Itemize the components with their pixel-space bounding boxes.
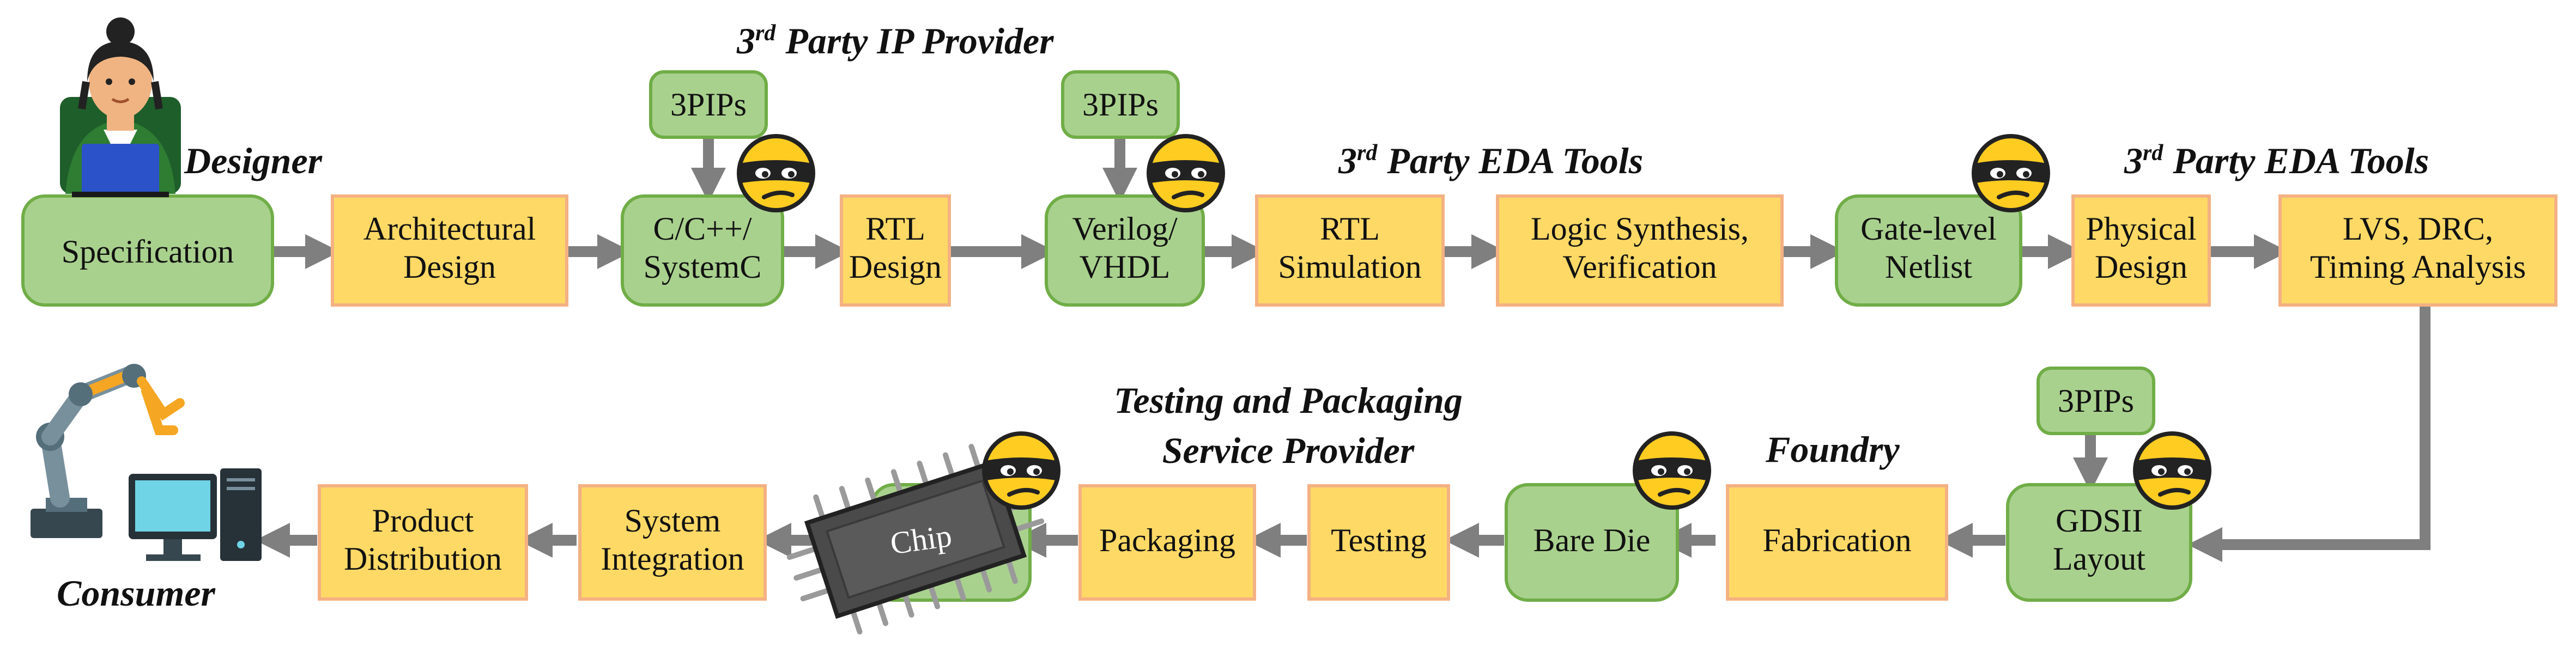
product-dist-label-1: Product: [372, 503, 474, 539]
masked-face-icon: [984, 434, 1058, 508]
rtl-sim-label-2: Simulation: [1278, 249, 1421, 285]
gate-level-label-2: Netlist: [1885, 249, 1972, 285]
box-gdsii-layout: GDSII Layout: [2006, 483, 2192, 602]
box-3pips-1: 3PIPs: [649, 70, 768, 139]
rtl-design-label-1: RTL: [865, 211, 925, 247]
masked-face-icon: [1635, 434, 1709, 508]
verilog-label-1: Verilog/: [1072, 211, 1178, 247]
gate-level-label-1: Gate-level: [1860, 211, 1997, 247]
chip-label: Chip: [888, 517, 954, 561]
chip-icon: Chip: [786, 444, 1045, 634]
box-specification: Specification: [21, 194, 274, 307]
specification-label: Specification: [62, 234, 234, 270]
robot-arm-icon: [31, 364, 185, 538]
box-product-distribution: Product Distribution: [318, 484, 528, 601]
box-system-integration: System Integration: [578, 484, 767, 601]
box-3pips-2: 3PIPs: [1061, 70, 1180, 139]
testing-label: Testing: [1331, 522, 1427, 558]
arrow-lvs-gdsii: [2187, 305, 2430, 563]
box-testing: Testing: [1307, 484, 1450, 601]
box-gate-level-netlist: Gate-level Netlist: [1835, 194, 2022, 307]
box-architectural-design: Architectural Design: [331, 194, 568, 307]
box-lvs-drc: LVS, DRC, Timing Analysis: [2278, 194, 2557, 307]
designer-icon: [60, 17, 181, 197]
product-dist-label-2: Distribution: [344, 541, 502, 577]
masked-face-icon: [1149, 136, 1223, 210]
logic-synth-label-1: Logic Synthesis,: [1531, 211, 1749, 247]
box-rtl-simulation: RTL Simulation: [1255, 194, 1445, 307]
computer-icon: [129, 468, 262, 561]
rtl-design-label-2: Design: [849, 249, 942, 285]
masked-face-icon: [739, 136, 813, 210]
lvs-label-2: Timing Analysis: [2310, 249, 2526, 285]
c-cpp-label-1: C/C++/: [653, 211, 751, 247]
masked-face-icon: [1974, 136, 2048, 210]
rtl-sim-label-1: RTL: [1320, 211, 1380, 247]
designer-label: Designer: [184, 140, 323, 181]
physical-label-2: Design: [2095, 249, 2187, 285]
tp-label-2: Service Provider: [1162, 430, 1415, 471]
physical-label-1: Physical: [2086, 211, 2196, 247]
fabrication-label: Fabrication: [1762, 522, 1911, 558]
packaging-label: Packaging: [1099, 522, 1235, 558]
c-cpp-label-2: SystemC: [644, 249, 762, 285]
system-int-label-1: System: [625, 503, 721, 539]
box-bare-die: Bare Die: [1505, 483, 1679, 602]
foundry-label: Foundry: [1765, 429, 1900, 470]
box-physical-design: Physical Design: [2071, 194, 2211, 307]
bare-die-label: Bare Die: [1534, 522, 1651, 558]
pip-3-label: 3PIPs: [2058, 383, 2134, 419]
pip-2-label: 3PIPs: [1082, 87, 1159, 123]
verilog-label-2: VHDL: [1080, 249, 1171, 285]
box-packaging: Packaging: [1078, 484, 1256, 601]
lvs-label-1: LVS, DRC,: [2343, 211, 2493, 247]
architectural-label-2: Design: [403, 249, 496, 285]
pip-1-label: 3PIPs: [670, 87, 747, 123]
flow-arrows: [254, 137, 2430, 563]
architectural-label-1: Architectural: [363, 211, 536, 247]
box-3pips-3: 3PIPs: [2036, 367, 2155, 435]
box-fabrication: Fabrication: [1726, 484, 1948, 601]
tp-label-1: Testing and Packaging: [1114, 380, 1463, 421]
box-rtl-design: RTL Design: [840, 194, 951, 307]
gdsii-label-2: Layout: [2053, 541, 2145, 577]
masked-face-icon: [2135, 434, 2209, 508]
logic-synth-label-2: Verification: [1562, 249, 1717, 285]
gdsii-label-1: GDSII: [2056, 503, 2143, 539]
system-int-label-2: Integration: [601, 541, 744, 577]
consumer-label: Consumer: [57, 572, 216, 614]
box-verilog-vhdl: Verilog/ VHDL: [1045, 194, 1205, 307]
box-c-cpp-systemc: C/C++/ SystemC: [621, 194, 784, 307]
box-logic-synthesis: Logic Synthesis, Verification: [1496, 194, 1784, 307]
